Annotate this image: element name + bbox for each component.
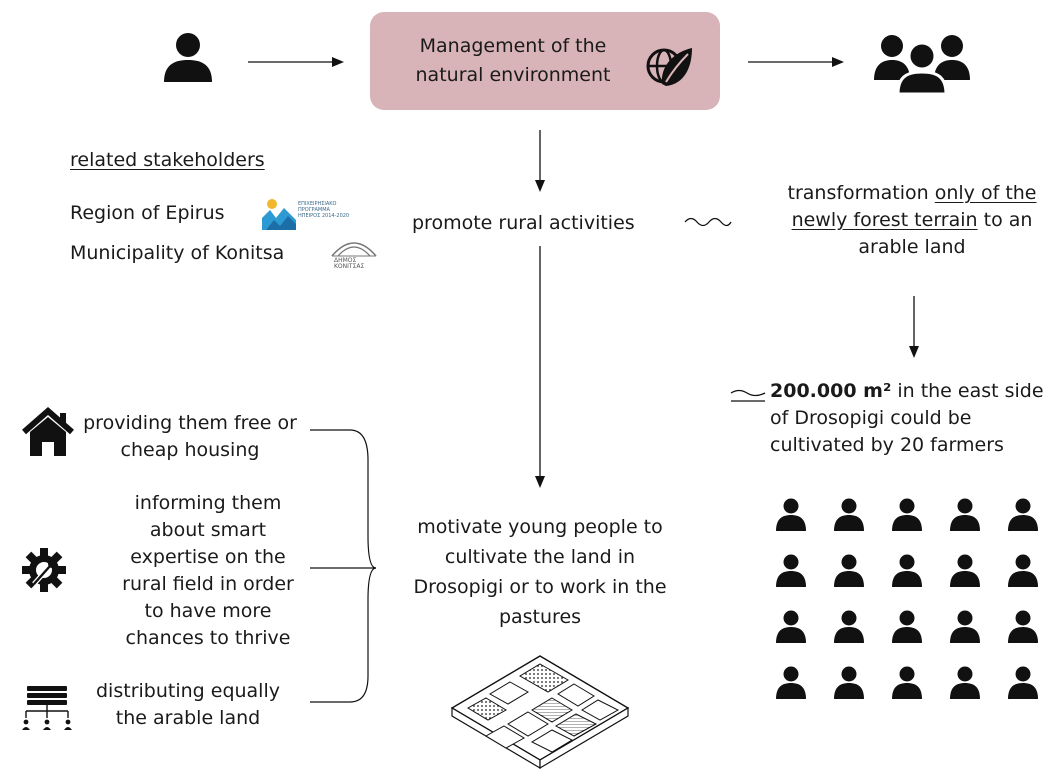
transformation-text: transformation only of the newly forest … <box>762 180 1059 261</box>
farmer-icon <box>776 666 806 699</box>
municipality-logo-text: ΔΗΜΟΣ ΚΟΝΙΤΣΑΣ <box>334 257 365 270</box>
promote-rural-activities: promote rural activities <box>412 212 635 234</box>
farmer-icon <box>776 610 806 643</box>
stakeholders-heading: related stakeholders <box>70 149 265 171</box>
farmer-icon <box>776 554 806 587</box>
measures-brace <box>310 429 377 703</box>
farmer-icon <box>892 666 922 699</box>
farmer-icon <box>834 498 864 531</box>
farmer-icon <box>892 554 922 587</box>
farmer-icon <box>1008 554 1038 587</box>
management-title: Management of the natural environment <box>415 35 611 86</box>
farmer-icon <box>776 498 806 531</box>
farmer-icon <box>834 554 864 587</box>
measure-housing: providing them free or cheap housing <box>83 412 297 461</box>
farmer-icon <box>1008 610 1038 643</box>
management-box: Management of the natural environment <box>370 12 720 110</box>
house-icon <box>22 407 74 456</box>
area-description: 200.000 m² in the east side of Drosopigi… <box>770 378 1059 459</box>
transformation-prefix: transformation <box>787 182 929 204</box>
measure-distribution: distributing equally the arable land <box>96 680 280 729</box>
farmer-icon <box>1008 666 1038 699</box>
farmers-grid <box>774 498 1054 708</box>
farmer-icon <box>834 610 864 643</box>
region-of-epirus-logo: ΕΠΙΧΕΙΡΗΣΙΑΚΟ ΠΡΟΓΡΑΜΜΑ ΗΠΕΙΡΟΣ 2014-202… <box>262 196 352 230</box>
arrow-to-management <box>248 57 344 67</box>
area-value: 200.000 m² <box>770 380 892 402</box>
approx-connector <box>684 217 732 227</box>
farmer-icon <box>892 498 922 531</box>
farmer-icon <box>950 554 980 587</box>
farmer-icon <box>950 666 980 699</box>
farmer-icon <box>892 610 922 643</box>
farmer-icon <box>1008 498 1038 531</box>
farmer-icon <box>950 498 980 531</box>
arrow-to-community <box>748 57 844 67</box>
farmer-icon <box>834 666 864 699</box>
transformation-suffix: to an arable land <box>858 209 1033 258</box>
motivate-young-people: motivate young people to cultivate the l… <box>413 516 667 628</box>
transformation-underlined: only of the newly forest terrain <box>791 182 1037 231</box>
farmer-icon <box>950 610 980 643</box>
gear-wrench-icon <box>22 548 66 592</box>
approx-symbol <box>730 389 766 402</box>
stakeholder-municipality: Municipality of Konitsa <box>70 242 285 264</box>
globe-leaf-icon <box>646 48 692 86</box>
distribution-icon <box>22 686 72 730</box>
region-logo-text: ΕΠΙΧΕΙΡΗΣΙΑΚΟ ΠΡΟΓΡΑΜΜΑ ΗΠΕΙΡΟΣ 2014-202… <box>298 201 350 219</box>
area-rest: in the east side of Drosopigi could be c… <box>770 380 1044 456</box>
group-icon <box>874 35 970 96</box>
land-plots-icon <box>450 655 630 770</box>
stakeholder-region: Region of Epirus <box>70 202 225 224</box>
arrow-to-area <box>909 296 919 358</box>
measure-expertise: informing them about smart expertise on … <box>122 492 294 649</box>
arrow-to-motivate <box>535 246 545 488</box>
arrow-to-promote <box>535 130 545 192</box>
person-icon <box>164 33 212 82</box>
municipality-of-konitsa-logo: ΔΗΜΟΣ ΚΟΝΙΤΣΑΣ <box>330 236 382 272</box>
